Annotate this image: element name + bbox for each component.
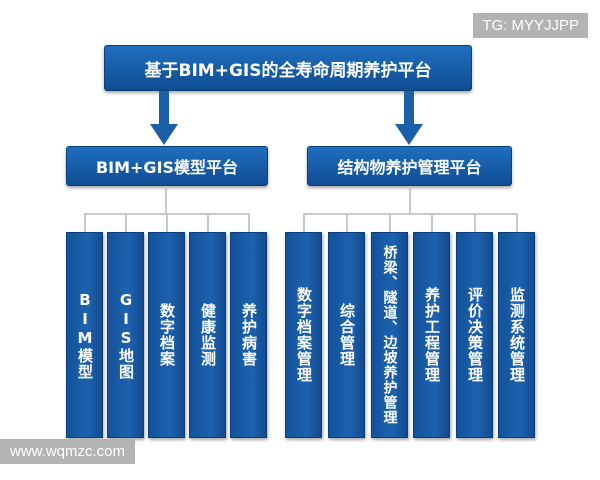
module-health-monitoring: 健康监测 <box>189 232 226 438</box>
connector-right-bar <box>303 213 517 215</box>
module-bridge-tunnel-slope-management: 桥梁、隧道、边坡养护管理 <box>371 232 408 438</box>
connector-left-drop-2 <box>125 213 127 232</box>
arrow-down-icon-left <box>150 91 178 145</box>
module-maintenance-defects: 养护病害 <box>230 232 267 438</box>
module-digital-archive: 数字档案 <box>148 232 185 438</box>
arrow-down-icon-right <box>395 91 423 145</box>
module-label: 数字档案管理 <box>295 287 313 383</box>
maintenance-platform-box: 结构物养护管理平台 <box>307 146 512 186</box>
connector-right-drop-1 <box>303 213 305 232</box>
watermark-tag-bottom-left: www.wqmzc.com <box>0 439 136 464</box>
connector-right-drop-3 <box>389 213 391 232</box>
module-label: 养护病害 <box>240 303 258 367</box>
module-label: 监测系统管理 <box>508 287 526 383</box>
bim-gis-platform-title: BIM+GIS模型平台 <box>95 158 239 177</box>
connector-right-trunk <box>409 186 411 214</box>
module-bim-model: BIM模型 <box>66 232 103 438</box>
bim-gis-platform-box: BIM+GIS模型平台 <box>66 146 268 186</box>
connector-right-drop-6 <box>516 213 518 232</box>
module-label: BIM模型 <box>76 290 94 380</box>
module-label: 综合管理 <box>338 303 356 367</box>
maintenance-platform-title: 结构物养护管理平台 <box>337 158 482 177</box>
connector-left-drop-5 <box>248 213 250 232</box>
module-label: 评价决策管理 <box>466 287 484 383</box>
connector-right-drop-5 <box>474 213 476 232</box>
connector-left-drop-3 <box>166 213 168 232</box>
module-label: 桥梁、隧道、边坡养护管理 <box>381 245 398 425</box>
module-evaluation-decision-management: 评价决策管理 <box>456 232 493 438</box>
watermark-tag-top-right: TG: MYYJJPP <box>473 13 588 38</box>
module-monitoring-system-management: 监测系统管理 <box>498 232 535 438</box>
connector-right-drop-4 <box>431 213 433 232</box>
module-comprehensive-management: 综合管理 <box>328 232 365 438</box>
module-label: 养护工程管理 <box>423 287 441 383</box>
module-label: 数字档案 <box>158 303 176 367</box>
connector-right-drop-2 <box>346 213 348 232</box>
connector-left-drop-4 <box>207 213 209 232</box>
connector-left-trunk <box>165 186 167 214</box>
module-maintenance-engineering-management: 养护工程管理 <box>413 232 450 438</box>
module-label: GIS地图 <box>117 290 135 380</box>
module-label: 健康监测 <box>199 303 217 367</box>
root-platform-box: 基于BIM+GIS的全寿命周期养护平台 <box>104 45 472 91</box>
root-platform-title: 基于BIM+GIS的全寿命周期养护平台 <box>144 60 432 81</box>
module-gis-map: GIS地图 <box>107 232 144 438</box>
module-digital-archive-management: 数字档案管理 <box>285 232 322 438</box>
connector-left-drop-1 <box>84 213 86 232</box>
